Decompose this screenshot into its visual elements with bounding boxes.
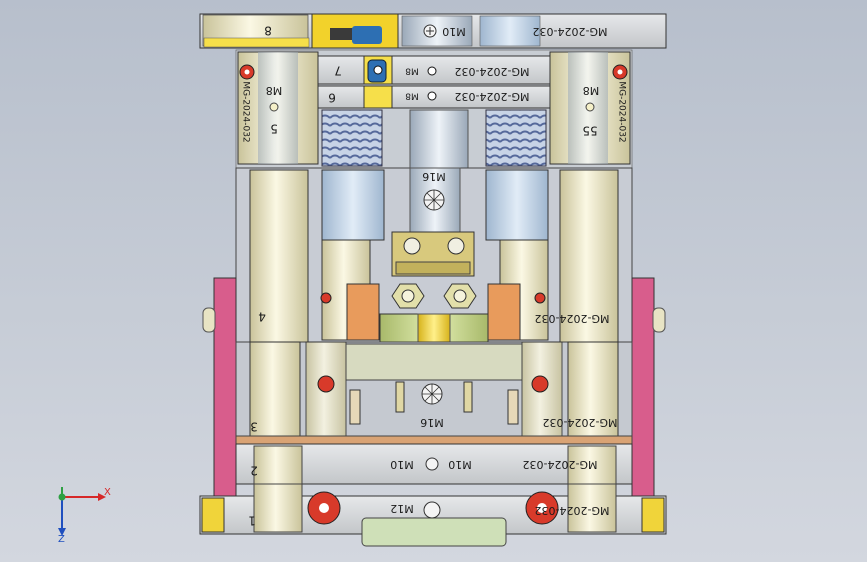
label-1: 1 xyxy=(248,514,256,528)
svg-text:55: 55 xyxy=(582,124,597,138)
svg-text:4: 4 xyxy=(258,310,266,324)
svg-text:MG-2024-032: MG-2024-032 xyxy=(533,25,608,38)
svg-text:M10: M10 xyxy=(442,25,466,38)
part-code-right-vertical: MG-2024-032 xyxy=(617,81,627,142)
label-6: 6 xyxy=(328,91,336,105)
svg-text:7: 7 xyxy=(334,64,342,78)
svg-text:1: 1 xyxy=(248,514,256,528)
svg-text:M8: M8 xyxy=(405,91,419,101)
label-2: 2 xyxy=(250,464,258,478)
svg-text:2: 2 xyxy=(250,464,258,478)
label-m12: M12 xyxy=(390,502,414,515)
svg-text:MG-2024-032: MG-2024-032 xyxy=(455,90,530,103)
part-code-left-vertical: MG-2024-032 xyxy=(241,81,251,142)
label-m10-top: M10 xyxy=(442,25,466,38)
label-m10-bottom-left: M10 xyxy=(390,458,414,471)
svg-text:MG-2024-032: MG-2024-032 xyxy=(455,65,530,78)
label-8: 8 xyxy=(264,24,272,38)
orientation-triad: X Z xyxy=(58,487,111,545)
svg-text:M16: M16 xyxy=(422,170,446,183)
svg-text:M16: M16 xyxy=(420,416,444,429)
triad-x-label: X xyxy=(104,487,111,498)
svg-text:M10: M10 xyxy=(390,458,414,471)
part-code-strip1: MG-2024-032 xyxy=(455,65,530,78)
svg-text:MG-2024-032: MG-2024-032 xyxy=(523,458,598,471)
label-m8-right: M8 xyxy=(583,84,600,97)
svg-text:M8: M8 xyxy=(583,84,600,97)
svg-text:M8: M8 xyxy=(405,66,419,76)
svg-text:M12: M12 xyxy=(390,502,414,515)
upper-guide-assembly xyxy=(235,49,633,169)
label-m8-strip1: M8 xyxy=(405,66,419,76)
label-m8-strip2: M8 xyxy=(405,91,419,101)
label-3: 3 xyxy=(250,420,258,434)
svg-text:3: 3 xyxy=(250,420,258,434)
bottom-plates xyxy=(199,443,667,547)
label-m16-lower: M16 xyxy=(420,416,444,429)
svg-text:M8: M8 xyxy=(266,84,283,97)
triad-z-label: Z xyxy=(58,534,65,545)
label-m16-upper: M16 xyxy=(422,170,446,183)
svg-text:MG-2024-032: MG-2024-032 xyxy=(617,81,627,142)
svg-text:6: 6 xyxy=(328,91,336,105)
part-code-bottom1: MG-2024-032 xyxy=(523,458,598,471)
svg-text:5: 5 xyxy=(270,122,278,136)
part-code-lower: MG-2024-032 xyxy=(543,416,618,429)
svg-text:MG-2024-032: MG-2024-032 xyxy=(241,81,251,142)
part-code-strip2: MG-2024-032 xyxy=(455,90,530,103)
label-m8-left: M8 xyxy=(266,84,283,97)
middle-cavity-assembly xyxy=(202,167,666,499)
label-m10-bottom-right: M10 xyxy=(448,458,472,471)
label-4: 4 xyxy=(258,310,266,324)
svg-text:MG-2024-032: MG-2024-032 xyxy=(535,312,610,325)
svg-text:8: 8 xyxy=(264,24,272,38)
part-code-bottom2: MG-2024-032 xyxy=(535,504,610,517)
part-code-top: MG-2024-032 xyxy=(533,25,608,38)
lower-ejector-assembly xyxy=(235,341,633,445)
svg-text:MG-2024-032: MG-2024-032 xyxy=(535,504,610,517)
svg-text:MG-2024-032: MG-2024-032 xyxy=(543,416,618,429)
part-code-middle: MG-2024-032 xyxy=(535,312,610,325)
top-clamp-plate xyxy=(199,13,667,49)
label-5: 5 xyxy=(270,122,278,136)
svg-text:M10: M10 xyxy=(448,458,472,471)
label-7: 7 xyxy=(334,64,342,78)
label-55: 55 xyxy=(582,124,597,138)
